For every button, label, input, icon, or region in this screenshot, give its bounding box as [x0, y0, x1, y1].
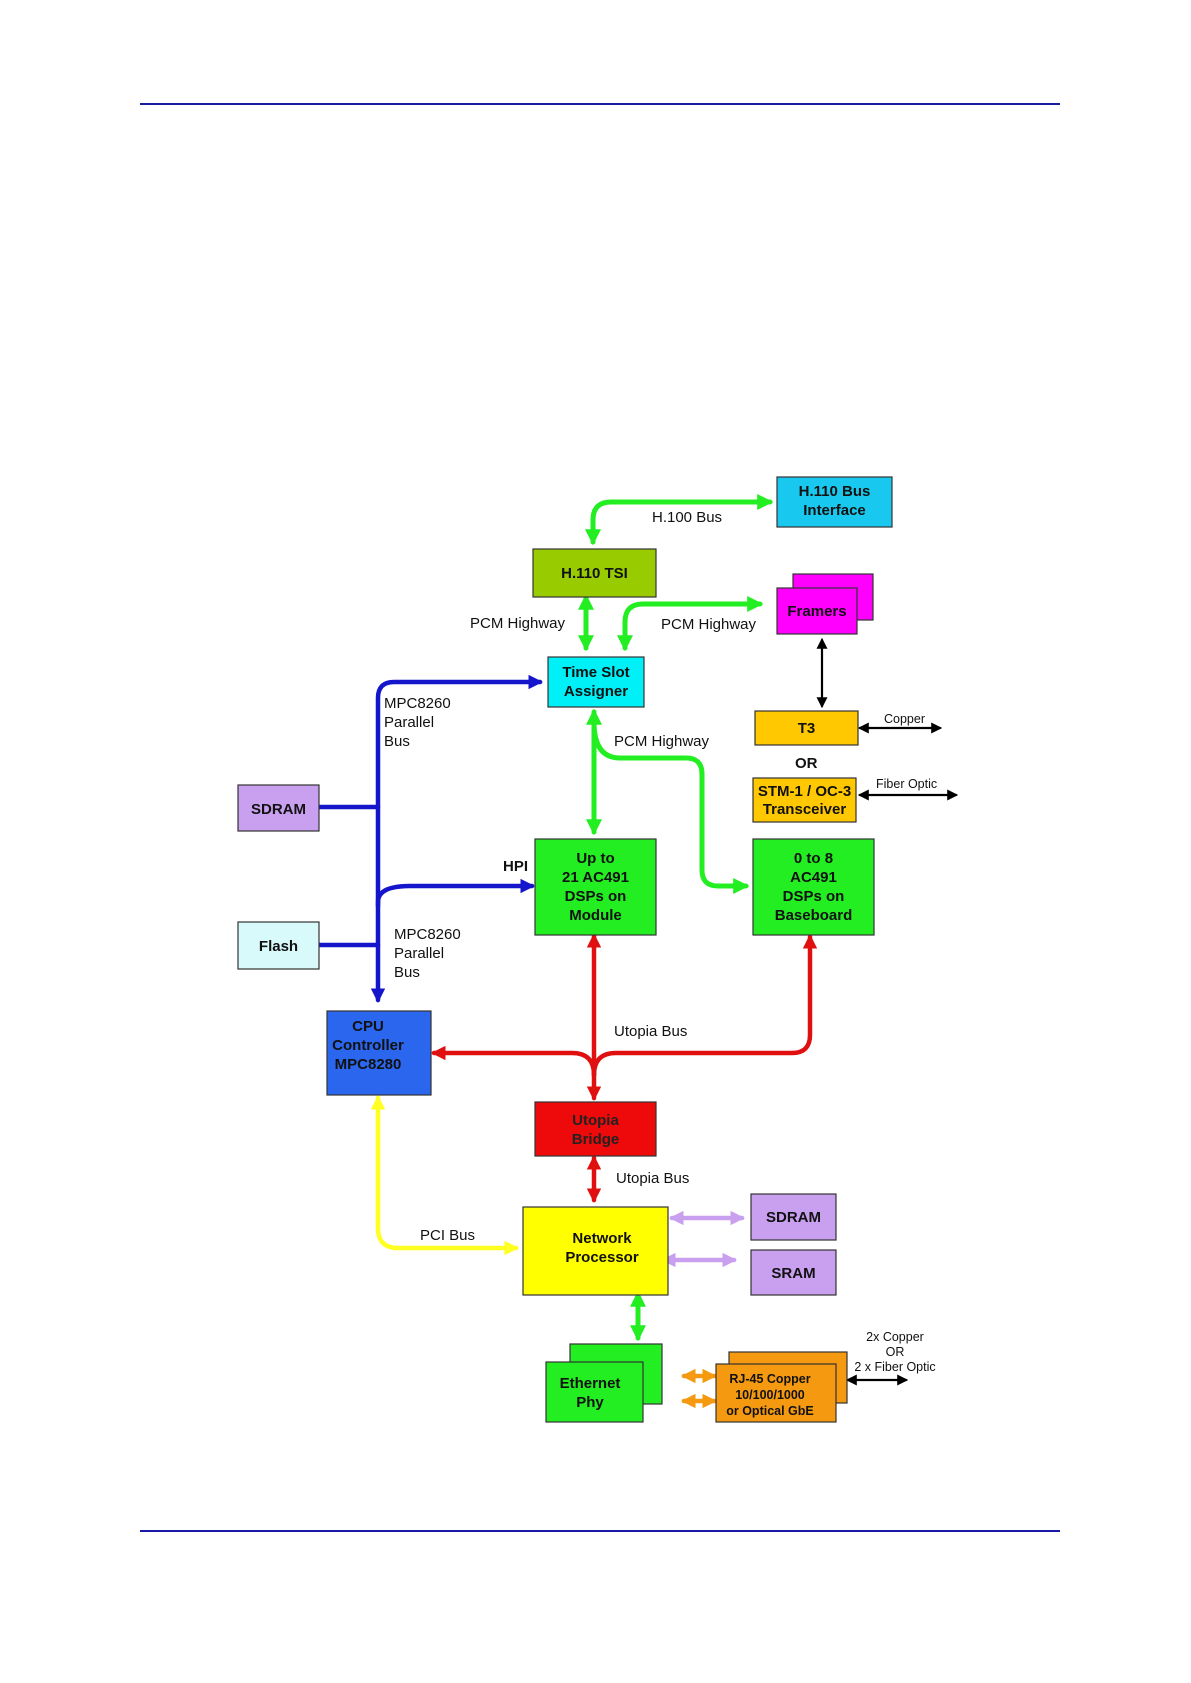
- framers-box: Framers: [776, 573, 874, 635]
- box-label: RJ-45 Copper: [729, 1372, 810, 1386]
- box-label: AC491: [790, 869, 837, 886]
- box-label: Phy: [576, 1394, 604, 1411]
- box-label: Utopia: [572, 1112, 619, 1129]
- box-label: STM-1 / OC-3: [758, 783, 851, 800]
- box-label: Up to: [576, 850, 614, 867]
- mpc8260-bus-trunk: [370, 674, 543, 1003]
- mpc8260-bus-lower-label: Parallel: [394, 945, 444, 962]
- mpc8260-bus-upper-label: Parallel: [384, 714, 434, 731]
- sram-box: SRAM: [750, 1249, 837, 1296]
- utopia-bus-cpu-line: [431, 1045, 597, 1078]
- hpi-bus-line: [375, 878, 535, 909]
- box-label: T3: [798, 720, 816, 737]
- header-rule: [140, 103, 1060, 105]
- box-label: Network: [572, 1230, 632, 1247]
- box-label: CPU: [352, 1018, 384, 1035]
- box-label: 21 AC491: [562, 869, 629, 886]
- box-label: Interface: [803, 502, 866, 519]
- box-label: SRAM: [771, 1265, 815, 1282]
- box-label: or Optical GbE: [726, 1404, 814, 1418]
- cpu-controller-box: CPU Controller MPC8280: [326, 1010, 432, 1096]
- pci-bus-line: [370, 1095, 519, 1256]
- dsp-module-box: Up to 21 AC491 DSPs on Module: [534, 838, 657, 936]
- box-label: Flash: [259, 938, 298, 955]
- h110-tsi-box: H.110 TSI: [532, 548, 657, 598]
- box-label: Baseboard: [775, 907, 853, 924]
- box-label: SDRAM: [251, 801, 306, 818]
- hpi-label: HPI: [503, 858, 528, 875]
- box-label: Ethernet: [560, 1375, 621, 1392]
- footer-rule: [140, 1530, 1060, 1532]
- rj45-box: RJ-45 Copper 10/100/1000 or Optical GbE: [715, 1351, 848, 1423]
- utopia-bridge-box: Utopia Bridge: [534, 1101, 657, 1157]
- t3-box: T3: [754, 710, 859, 746]
- fiber-optic-label: Fiber Optic: [876, 777, 937, 791]
- ethernet-phy-box: Ethernet Phy: [545, 1343, 663, 1423]
- utopia-bus-baseboard-line: [591, 934, 818, 1078]
- mpc8260-bus-upper-label: Bus: [384, 733, 410, 750]
- box-label: 10/100/1000: [735, 1388, 805, 1402]
- utopia-bus-lower-label: Utopia Bus: [616, 1170, 689, 1187]
- box-label: DSPs on: [783, 888, 845, 905]
- pcm-highway-framers-line: [616, 595, 764, 652]
- box-label: SDRAM: [766, 1209, 821, 1226]
- box-label: Controller: [332, 1037, 404, 1054]
- pcm-highway-mid-label: PCM Highway: [614, 733, 710, 750]
- pcm-highway-baseboard-line: [591, 719, 750, 895]
- pcm-highway-left-label: PCM Highway: [470, 615, 566, 632]
- copper-label: Copper: [884, 712, 925, 726]
- mpc8260-bus-lower-label: Bus: [394, 964, 420, 981]
- box-label: H.110 TSI: [561, 565, 628, 582]
- phy-out-label: 2x Copper: [866, 1330, 924, 1344]
- time-slot-assigner-box: Time Slot Assigner: [547, 656, 645, 708]
- h110-bus-interface-box: H.110 Bus Interface: [776, 476, 893, 528]
- box-label: Processor: [565, 1249, 639, 1266]
- box-label: Time Slot: [562, 664, 629, 681]
- box-label: Assigner: [564, 683, 628, 700]
- box-label: H.110 Bus: [799, 483, 871, 500]
- sdram-right-box: SDRAM: [750, 1193, 837, 1241]
- phy-out-label: 2 x Fiber Optic: [854, 1360, 935, 1374]
- box-label: MPC8280: [335, 1056, 402, 1073]
- mpc8260-bus-lower-label: MPC8260: [394, 926, 461, 943]
- box-label: DSPs on: [565, 888, 627, 905]
- box-label: 0 to 8: [794, 850, 833, 867]
- pci-bus-label: PCI Bus: [420, 1227, 475, 1244]
- network-processor-box: Network Processor: [522, 1206, 669, 1296]
- h100-bus-line: [584, 493, 774, 546]
- utopia-bus-upper-label: Utopia Bus: [614, 1023, 687, 1040]
- pcm-highway-right-label: PCM Highway: [661, 616, 757, 633]
- mpc8260-bus-upper-label: MPC8260: [384, 695, 451, 712]
- or-label: OR: [795, 755, 818, 772]
- box-label: Transceiver: [763, 801, 847, 818]
- flash-box: Flash: [237, 921, 320, 970]
- box-label: Bridge: [572, 1131, 620, 1148]
- box-label: Framers: [787, 603, 846, 620]
- dsp-baseboard-box: 0 to 8 AC491 DSPs on Baseboard: [752, 838, 875, 936]
- box-label: Module: [569, 907, 622, 924]
- sdram-left-box: SDRAM: [237, 784, 320, 832]
- h100-bus-label: H.100 Bus: [652, 509, 722, 526]
- stm1-transceiver-box: STM-1 / OC-3 Transceiver: [752, 777, 857, 823]
- phy-out-label: OR: [886, 1345, 905, 1359]
